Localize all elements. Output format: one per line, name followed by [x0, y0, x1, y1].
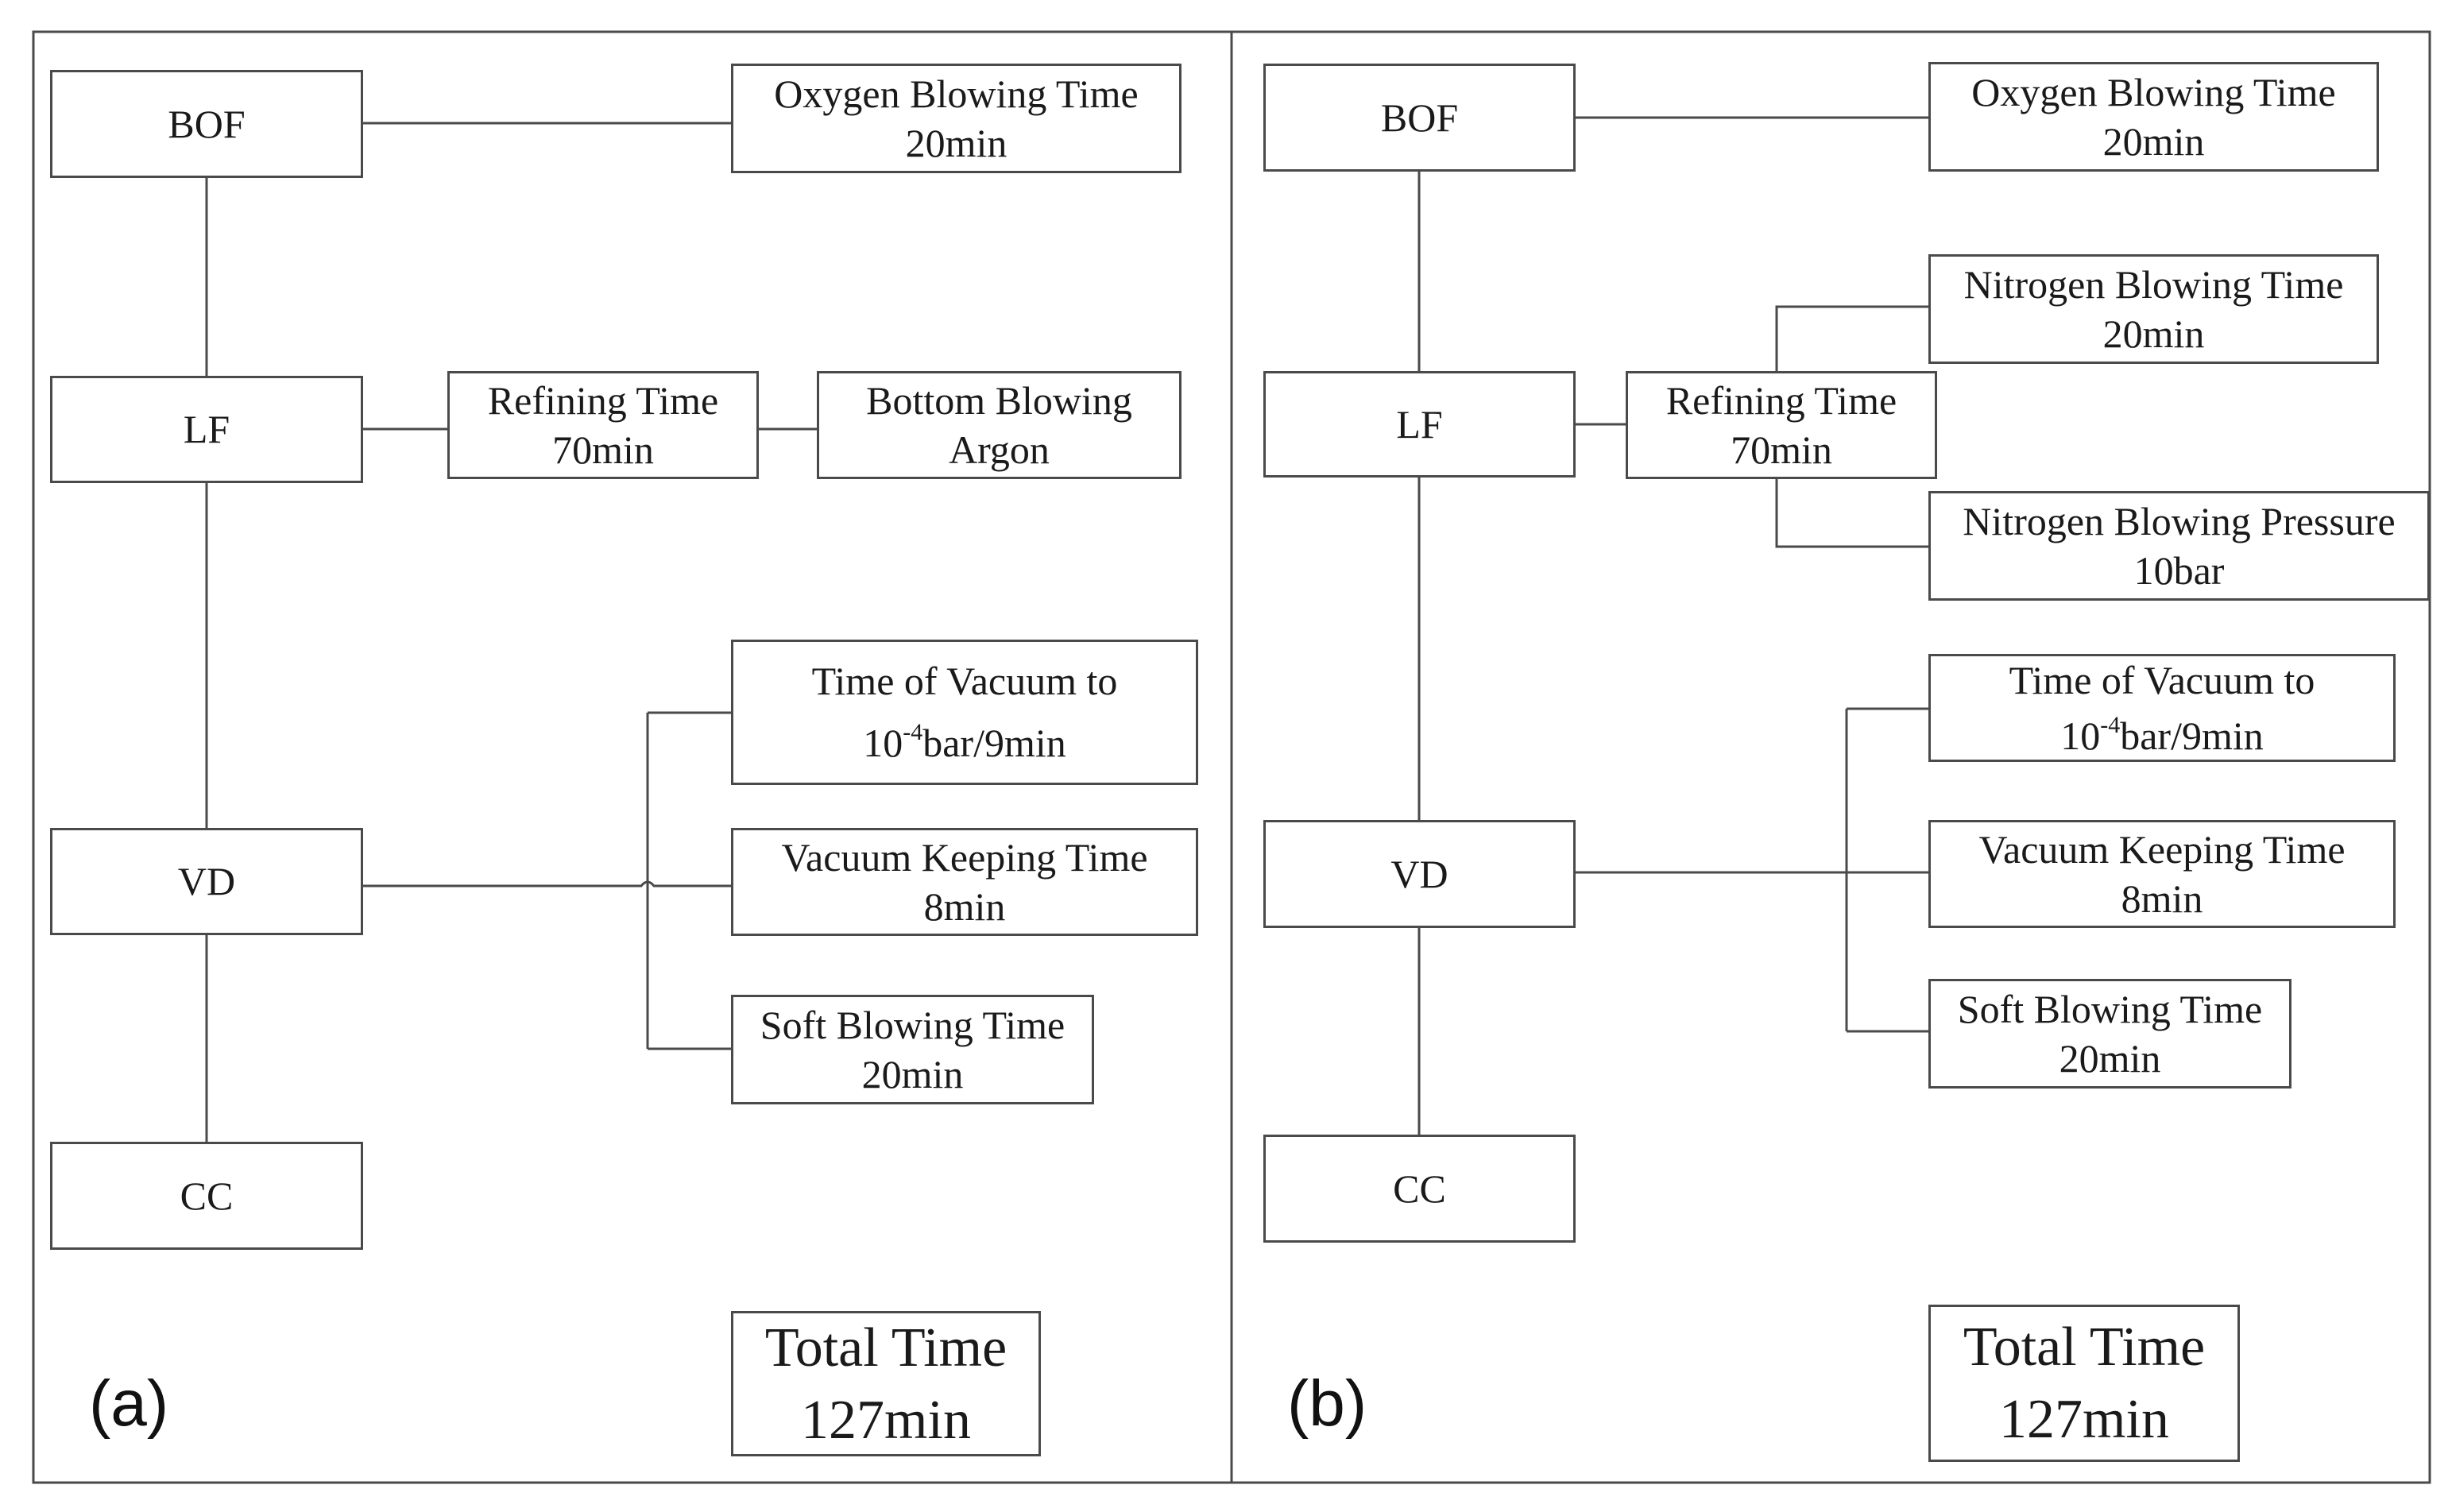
b-vd-box: VD — [1263, 820, 1576, 928]
a-vacuum-keeping-value: 8min — [923, 884, 1006, 929]
a-refining-time-title: Refining Time — [487, 377, 719, 423]
a-bof-box: BOF — [50, 70, 363, 178]
b-oxygen-blowing-title: Oxygen Blowing Time — [1971, 69, 2336, 114]
b-soft-blowing-title: Soft Blowing Time — [1957, 986, 2263, 1031]
a-total-time-title: Total Time — [764, 1317, 1007, 1379]
a-refining-time-box: Refining Time 70min — [447, 371, 759, 479]
a-soft-blowing-box: Soft Blowing Time 20min — [731, 995, 1094, 1104]
b-vacuum-keeping-box: Vacuum Keeping Time 8min — [1928, 820, 2396, 928]
a-vacuum-keeping-box: Vacuum Keeping Time 8min — [731, 828, 1198, 936]
b-vacuum-exponent: -4 — [2100, 712, 2121, 738]
a-bottom-blowing-line1: Bottom Blowing — [866, 377, 1132, 423]
a-vacuum-time-box: Time of Vacuum to 10-4bar/9min — [731, 640, 1198, 785]
b-vacuum-keeping-title: Vacuum Keeping Time — [1978, 826, 2346, 872]
a-cc-label: CC — [180, 1173, 234, 1218]
b-oxygen-blowing-box: Oxygen Blowing Time 20min — [1928, 62, 2379, 172]
b-vacuum-time-line1: Time of Vacuum to — [2009, 658, 2315, 702]
b-nitrogen-pressure-box: Nitrogen Blowing Pressure 10bar — [1928, 491, 2430, 601]
b-nitrogen-time-value: 20min — [2102, 311, 2205, 356]
a-total-time-box: Total Time 127min — [731, 1311, 1041, 1456]
a-oxygen-blowing-box: Oxygen Blowing Time 20min — [731, 64, 1182, 173]
a-vacuum-exponent: -4 — [903, 718, 923, 745]
b-nitrogen-time-title: Nitrogen Blowing Time — [1963, 261, 2344, 307]
a-cc-box: CC — [50, 1142, 363, 1250]
b-cc-box: CC — [1263, 1135, 1576, 1243]
b-vacuum-time-box: Time of Vacuum to 10-4bar/9min — [1928, 654, 2396, 762]
a-soft-blowing-title: Soft Blowing Time — [760, 1002, 1065, 1047]
b-refining-time-box: Refining Time 70min — [1626, 371, 1937, 479]
b-nitrogen-pressure-title: Nitrogen Blowing Pressure — [1963, 498, 2396, 543]
a-vacuum-time-line1: Time of Vacuum to — [811, 659, 1118, 703]
a-soft-blowing-value: 20min — [861, 1052, 964, 1096]
b-vd-label: VD — [1390, 851, 1448, 896]
b-total-time-title: Total Time — [1963, 1317, 2206, 1378]
a-oxygen-blowing-title: Oxygen Blowing Time — [774, 71, 1139, 116]
a-vacuum-rest: bar/9min — [922, 720, 1066, 765]
panel-b-frame — [1230, 30, 2431, 1484]
a-vd-box: VD — [50, 828, 363, 935]
a-lf-box: LF — [50, 376, 363, 483]
a-vd-label: VD — [177, 859, 236, 904]
b-panel-label: (b) — [1287, 1367, 1367, 1440]
b-cc-label: CC — [1393, 1166, 1446, 1211]
b-total-time-box: Total Time 127min — [1928, 1305, 2240, 1462]
b-vacuum-rest: bar/9min — [2120, 713, 2264, 758]
a-panel-label: (a) — [89, 1367, 169, 1440]
a-total-time-value: 127min — [801, 1389, 971, 1451]
b-bof-label: BOF — [1380, 95, 1459, 140]
b-bof-box: BOF — [1263, 64, 1576, 172]
b-refining-time-value: 70min — [1731, 427, 1832, 472]
b-vacuum-keeping-value: 8min — [2121, 876, 2203, 921]
b-nitrogen-pressure-value: 10bar — [2133, 548, 2225, 593]
a-vacuum-keeping-title: Vacuum Keeping Time — [781, 834, 1148, 880]
b-total-time-value: 127min — [1999, 1389, 2169, 1450]
a-refining-time-value: 70min — [552, 427, 654, 472]
b-refining-nitrogen-pressure-line — [1775, 478, 1928, 548]
b-vacuum-time-line2: 10-4bar/9min — [2060, 708, 2264, 764]
b-soft-blowing-box: Soft Blowing Time 20min — [1928, 979, 2291, 1089]
b-soft-blowing-value: 20min — [2059, 1036, 2161, 1081]
a-oxygen-blowing-value: 20min — [905, 121, 1007, 165]
b-lf-label: LF — [1396, 401, 1443, 447]
b-vacuum-base: 10 — [2060, 713, 2101, 758]
b-refining-time-title: Refining Time — [1665, 377, 1897, 423]
a-bottom-blowing-box: Bottom Blowing Argon — [817, 371, 1182, 479]
a-bof-label: BOF — [168, 101, 246, 146]
a-bottom-blowing-line2: Argon — [949, 427, 1050, 472]
a-vacuum-base: 10 — [863, 720, 903, 765]
a-vacuum-time-line2: 10-4bar/9min — [863, 713, 1066, 775]
b-oxygen-blowing-value: 20min — [2102, 119, 2205, 164]
a-lf-label: LF — [183, 407, 230, 452]
b-refining-nitrogen-time-line — [1775, 305, 1928, 371]
a-vd-bus-line — [363, 880, 731, 887]
b-lf-box: LF — [1263, 371, 1576, 478]
b-nitrogen-time-box: Nitrogen Blowing Time 20min — [1928, 254, 2379, 364]
